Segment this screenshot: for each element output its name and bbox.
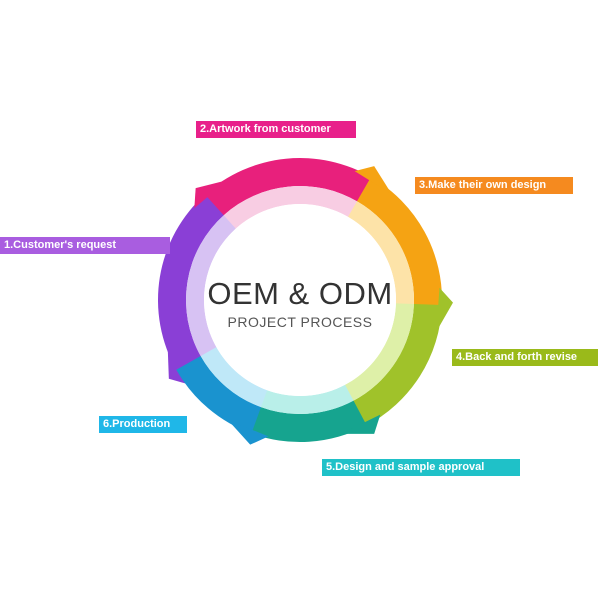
step-label-design-sample-approval: 5.Design and sample approval [322,459,520,476]
ring-inner-segment-production [200,347,268,408]
ring-inner-segment-approval [259,384,354,415]
step-label-make-own-design: 3.Make their own design [415,177,573,194]
ring-inner-segment-revise [344,303,414,402]
step-label-customer-request: 1.Customer's request [0,237,170,254]
ring-segment-own-design [357,177,442,307]
ring-segment-approval [250,400,367,442]
step-label-production: 6.Production [99,416,187,433]
ring-arrow-production [227,420,269,445]
ring-arrow-revise [436,287,453,332]
ring-segment-production [176,355,262,434]
ring-inner-segment-customer-request [185,214,237,357]
ring-segment-customer-request [157,193,225,371]
ring-segments [157,157,453,445]
ring-arrow-approval [340,414,381,434]
center-title: OEM & ODM [207,276,393,311]
center-circle [204,204,396,396]
ring-inner-segment-own-design [348,201,414,306]
center-subtitle: PROJECT PROCESS [227,314,373,330]
ring-arrow-customer-request [167,345,189,385]
ring-arrow-artwork [194,180,228,209]
ring-inner-segment-artwork [223,186,359,229]
step-label-artwork-from-customer: 2.Artwork from customer [196,121,356,138]
ring-segment-revise [352,303,442,427]
ring-arrow-own-design [354,166,392,195]
step-label-back-and-forth-revise: 4.Back and forth revise [452,349,598,366]
ring-segment-artwork [204,157,373,216]
